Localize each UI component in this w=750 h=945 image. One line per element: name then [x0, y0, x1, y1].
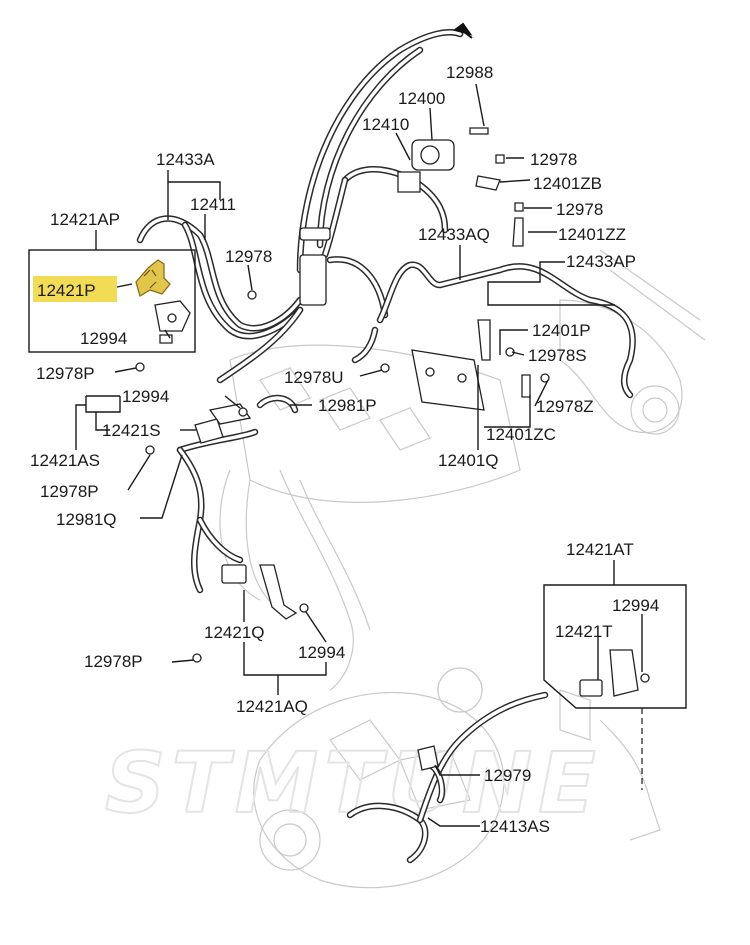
label-12401Q[interactable]: 12401Q — [438, 451, 499, 470]
label-12421AS[interactable]: 12421AS — [30, 451, 100, 470]
label-12433AP[interactable]: 12433AP — [566, 252, 636, 271]
label-12400[interactable]: 12400 — [398, 89, 445, 108]
label-12978P-a[interactable]: 12978P — [36, 364, 95, 383]
highlight-marker — [33, 276, 117, 302]
label-12421AP[interactable]: 12421AP — [50, 210, 120, 229]
label-12979[interactable]: 12979 — [484, 766, 531, 785]
label-12978Z[interactable]: 12978Z — [536, 397, 594, 416]
group-box-12421AP — [28, 249, 196, 353]
highlighted-part-12421P-drawing[interactable] — [135, 259, 171, 297]
label-12421AQ[interactable]: 12421AQ — [236, 697, 308, 716]
leader-lines — [75, 83, 643, 827]
label-12421AT[interactable]: 12421AT — [566, 540, 634, 559]
label-12401P[interactable]: 12401P — [532, 321, 591, 340]
engine-ghost-drawing — [219, 249, 706, 889]
label-12410[interactable]: 12410 — [362, 115, 409, 134]
label-12411[interactable]: 12411 — [190, 195, 236, 214]
label-12994-d[interactable]: 12994 — [298, 643, 345, 662]
label-12421P-highlighted[interactable]: 12421P — [37, 281, 96, 300]
label-12981P[interactable]: 12981P — [318, 396, 377, 415]
label-12988[interactable]: 12988 — [446, 63, 493, 82]
flow-arrow-icon — [452, 22, 473, 39]
part-labels: 12988 12400 12410 12978 12401ZB 12978 12… — [30, 63, 659, 836]
label-12978U[interactable]: 12978U — [284, 368, 344, 387]
hose-lines — [136, 29, 636, 864]
label-12401ZC[interactable]: 12401ZC — [486, 425, 556, 444]
label-12413AS[interactable]: 12413AS — [480, 817, 550, 836]
label-12978S[interactable]: 12978S — [528, 346, 587, 365]
label-12994-c[interactable]: 12994 — [612, 596, 659, 615]
label-12978-b[interactable]: 12978 — [556, 200, 603, 219]
label-12978P-b[interactable]: 12978P — [40, 482, 99, 501]
label-12401ZB[interactable]: 12401ZB — [533, 174, 602, 193]
label-12978-c[interactable]: 12978 — [225, 247, 272, 266]
label-12981Q[interactable]: 12981Q — [56, 510, 117, 529]
label-12433A[interactable]: 12433A — [156, 150, 215, 169]
label-12978P-c[interactable]: 12978P — [84, 652, 143, 671]
label-12421S[interactable]: 12421S — [102, 421, 161, 440]
label-12401ZZ[interactable]: 12401ZZ — [558, 225, 626, 244]
label-12994-b[interactable]: 12994 — [122, 387, 169, 406]
label-12978-a[interactable]: 12978 — [530, 150, 577, 169]
label-12994-a[interactable]: 12994 — [80, 329, 127, 348]
component-drawings — [135, 127, 650, 771]
label-12421T[interactable]: 12421T — [555, 622, 613, 641]
label-12421Q[interactable]: 12421Q — [204, 623, 265, 642]
label-12433AQ[interactable]: 12433AQ — [418, 225, 490, 244]
group-box-12421AT — [543, 584, 687, 709]
